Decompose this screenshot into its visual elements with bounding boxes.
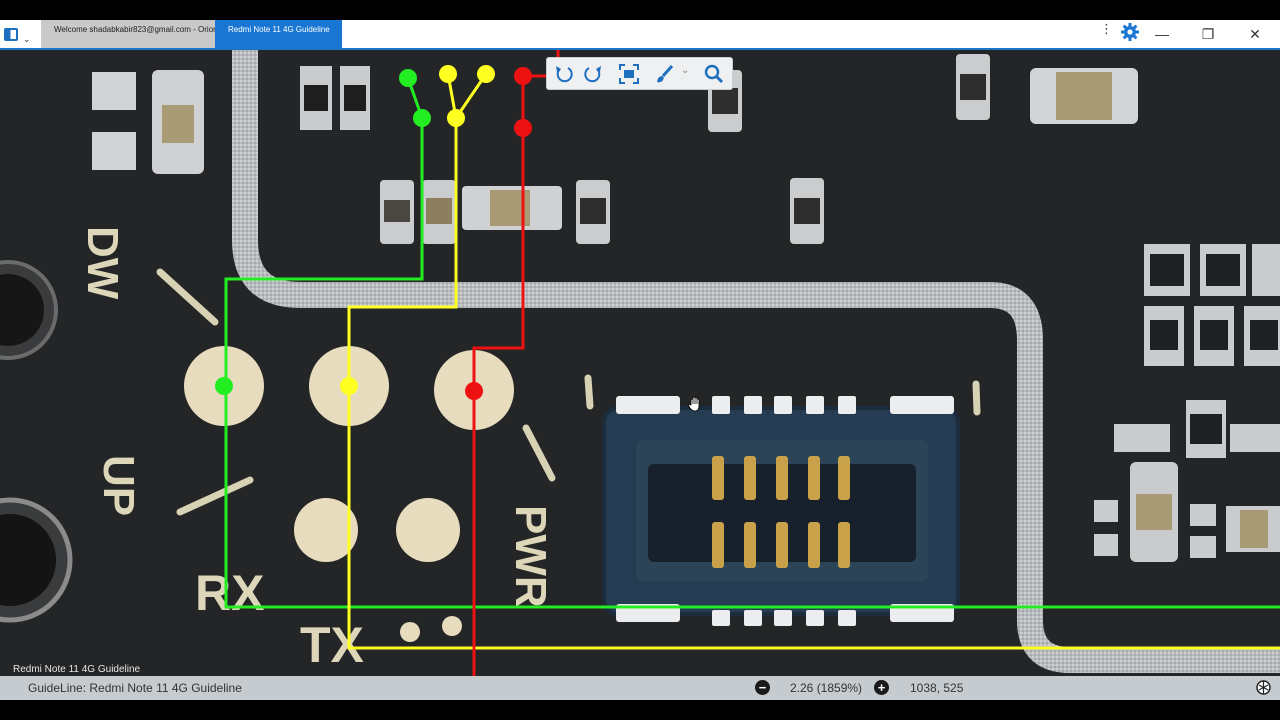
tab-guideline[interactable]: Redmi Note 11 4G Guideline [215, 20, 342, 48]
label-tx: TX [300, 617, 364, 673]
trace-nodes [215, 65, 532, 400]
brush-dropdown-icon[interactable]: ⌄ [681, 65, 690, 76]
bottom-letterbox [0, 700, 1280, 720]
title-bar: ⌄ Welcome shadabkabir823@gmail.com - Ori… [0, 20, 1280, 50]
app-menu-button[interactable]: ⌄ [4, 22, 38, 46]
component [92, 72, 136, 110]
brush-icon[interactable] [654, 63, 676, 85]
grid-toggle-icon[interactable] [1256, 680, 1271, 695]
tab-welcome[interactable]: Welcome shadabkabir823@gmail.com - Orion [41, 20, 215, 48]
chevron-down-icon: ⌄ [23, 33, 31, 44]
fit-screen-icon[interactable] [618, 63, 640, 85]
label-dw: DW [78, 226, 127, 300]
top-letterbox [0, 0, 1280, 20]
search-icon[interactable] [703, 63, 725, 85]
gear-icon[interactable] [1120, 22, 1140, 42]
status-bar: GuideLine: Redmi Note 11 4G Guideline − … [0, 676, 1280, 700]
label-up: UP [94, 455, 143, 516]
app-icon [4, 27, 18, 41]
more-options-icon[interactable]: ⋮ [1100, 21, 1113, 36]
label-rx: RX [195, 565, 264, 621]
pcb-image: DW UP RX TX PWR [0, 50, 1280, 676]
cursor-coordinates: 1038, 525 [910, 681, 964, 695]
board-viewer[interactable]: DW UP RX TX PWR [0, 50, 1280, 676]
view-caption: Redmi Note 11 4G Guideline [13, 664, 141, 675]
close-button[interactable]: ✕ [1249, 26, 1261, 42]
view-toolbar: ⌄ [546, 57, 733, 90]
rotate-right-icon[interactable] [582, 63, 604, 85]
restore-button[interactable]: ❐ [1201, 26, 1215, 42]
label-pwr: PWR [506, 505, 555, 608]
rotate-left-icon[interactable] [553, 63, 575, 85]
minimize-button[interactable]: — [1155, 26, 1169, 42]
zoom-out-button[interactable]: − [755, 680, 770, 695]
hand-cursor-icon [688, 396, 700, 412]
guideline-label: GuideLine: Redmi Note 11 4G Guideline [28, 681, 242, 695]
zoom-in-button[interactable]: + [874, 680, 889, 695]
shield-frame [232, 50, 1280, 673]
zoom-level: 2.26 (1859%) [790, 681, 863, 695]
component [92, 132, 136, 170]
